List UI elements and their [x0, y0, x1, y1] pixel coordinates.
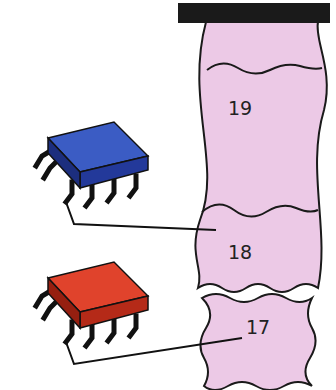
tape-holder: [178, 3, 330, 23]
memory-tape: [195, 22, 326, 292]
memory-cell: 19: [205, 80, 275, 136]
cell-divider: [202, 204, 318, 216]
memory-cell: 17: [223, 310, 293, 344]
cell-divider: [207, 63, 322, 73]
leader-line: [66, 338, 242, 364]
cell-number: 19: [228, 97, 252, 119]
memory-cell: 18: [205, 226, 275, 278]
leader-line: [66, 202, 216, 230]
blue-chip: [36, 122, 148, 206]
cell-number: 17: [246, 316, 270, 338]
cell-number: 18: [228, 241, 252, 263]
red-chip: [36, 262, 148, 346]
